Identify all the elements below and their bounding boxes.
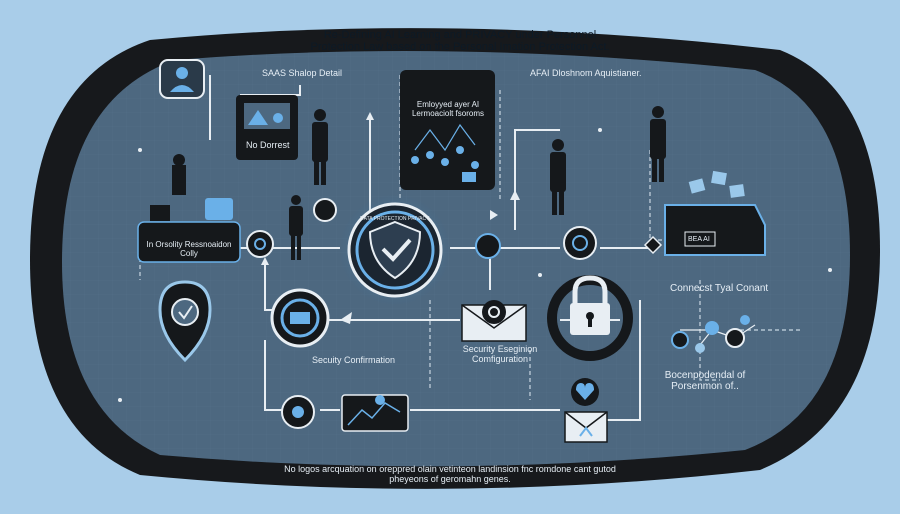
employed-label: Emloyyed ayer AI Lermoaciolt fsoroms xyxy=(411,100,485,118)
lock-icon xyxy=(547,275,633,361)
no-dorrest-panel xyxy=(236,95,298,160)
security-config-label: Security Eseginion Comfiguration xyxy=(462,344,538,364)
chart-icon xyxy=(341,394,409,432)
central-shield-node xyxy=(339,194,451,306)
box-label: BEA AI xyxy=(688,236,710,243)
gear-icon xyxy=(281,395,315,429)
sparkles xyxy=(118,128,832,402)
saas-detail-label: SAAS Shalop Detail xyxy=(262,68,343,78)
concept-label: Connecst Tyal Conant xyxy=(670,283,769,294)
arrow-heads xyxy=(261,112,520,324)
avatar-node xyxy=(159,59,205,99)
network-cluster xyxy=(671,315,756,353)
employed-panel xyxy=(400,70,495,190)
no-dorrest-label: No Dorrest xyxy=(246,140,290,150)
ai-box xyxy=(664,170,766,256)
ai-security-label: In Orsolity Ressnoaidon Colly xyxy=(146,240,232,258)
page-title: Re-Defining AI Learning and PRIVACY unde… xyxy=(310,29,610,53)
footnote: No logos arcquation on oreppred olain ve… xyxy=(284,464,616,484)
person-figures xyxy=(289,106,666,260)
bottom-envelope-icon xyxy=(564,411,608,443)
location-pin-icon xyxy=(158,280,212,363)
envelope-icon xyxy=(461,300,527,342)
representation-label: Bocenpodendal of Porsenmon of.. xyxy=(664,370,746,392)
power-nodes xyxy=(246,198,663,260)
desk-station xyxy=(137,154,241,263)
afai-label: AFAI Dloshnom Aquistianer. xyxy=(530,68,642,78)
security-confirmation-node xyxy=(270,288,330,348)
security-confirmation-label: Secuity Confirmation xyxy=(312,355,396,365)
heart-icon xyxy=(571,378,599,406)
shield-ring-label: DATA PROTECTION PRIVACY xyxy=(360,216,430,222)
